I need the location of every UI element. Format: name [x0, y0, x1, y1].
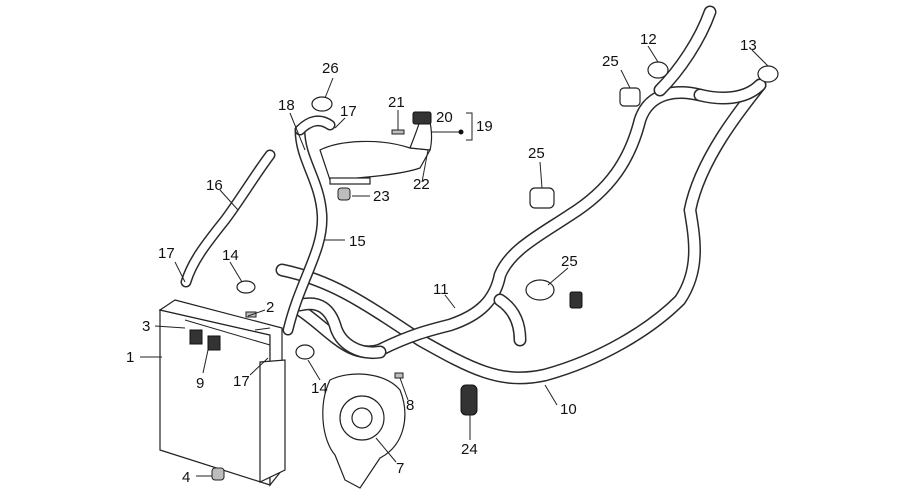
screw-21 [391, 129, 405, 135]
label-18: 18 [278, 97, 295, 114]
screw-8 [394, 372, 404, 379]
label-14-lower: 14 [311, 380, 328, 397]
label-13: 13 [740, 37, 757, 54]
thermal-switch-24 [460, 384, 478, 416]
label-25-mid: 25 [528, 145, 545, 162]
label-17-bottom: 17 [233, 373, 250, 390]
label-14-upper: 14 [222, 247, 239, 264]
drain-cap-4 [211, 467, 225, 481]
expansion-tank [319, 119, 433, 185]
clamp-13 [757, 65, 779, 83]
label-4: 4 [182, 469, 190, 486]
hose-15 [282, 124, 328, 336]
label-17-left: 17 [158, 245, 175, 262]
label-1: 1 [126, 349, 134, 366]
clamp-14-lower [295, 344, 315, 360]
fan-7 [322, 373, 406, 489]
label-25-top: 25 [602, 53, 619, 70]
label-25-low: 25 [561, 253, 578, 270]
hose-lower-loop [293, 293, 527, 360]
radiator-1 [158, 299, 286, 487]
label-26: 26 [322, 60, 339, 77]
hose-top-branch [653, 5, 767, 105]
hose-11 [293, 86, 707, 359]
label-10: 10 [560, 401, 577, 418]
label-8: 8 [406, 397, 414, 414]
marker-dot [458, 129, 464, 135]
hose-16 [180, 149, 276, 288]
label-17-top: 17 [340, 103, 357, 120]
label-19: 19 [476, 118, 493, 135]
clamp-25-low [525, 279, 583, 309]
label-15: 15 [349, 233, 366, 250]
label-20: 20 [436, 109, 453, 126]
clamp-25-top [619, 87, 641, 107]
label-11: 11 [433, 281, 449, 298]
label-21: 21 [388, 94, 405, 111]
label-3: 3 [142, 318, 150, 335]
leader-lines [140, 45, 769, 477]
filler-cap-20 [412, 111, 432, 125]
clamp-26 [311, 96, 333, 112]
label-12: 12 [640, 31, 657, 48]
label-2: 2 [266, 299, 274, 316]
label-7: 7 [396, 460, 404, 477]
label-16: 16 [206, 177, 223, 194]
clamp-14-upper [236, 280, 256, 294]
clamp-12 [647, 61, 669, 79]
clamp-25-mid [529, 187, 555, 209]
hose-18 [294, 115, 336, 136]
label-9: 9 [196, 375, 204, 392]
hose-10 [275, 78, 767, 385]
label-23: 23 [373, 188, 390, 205]
part-number-labels: 1 2 3 4 7 8 9 10 11 12 13 14 14 15 16 17… [126, 31, 757, 486]
label-22: 22 [413, 176, 430, 193]
label-24: 24 [461, 441, 478, 458]
drain-plug-23 [337, 187, 351, 201]
